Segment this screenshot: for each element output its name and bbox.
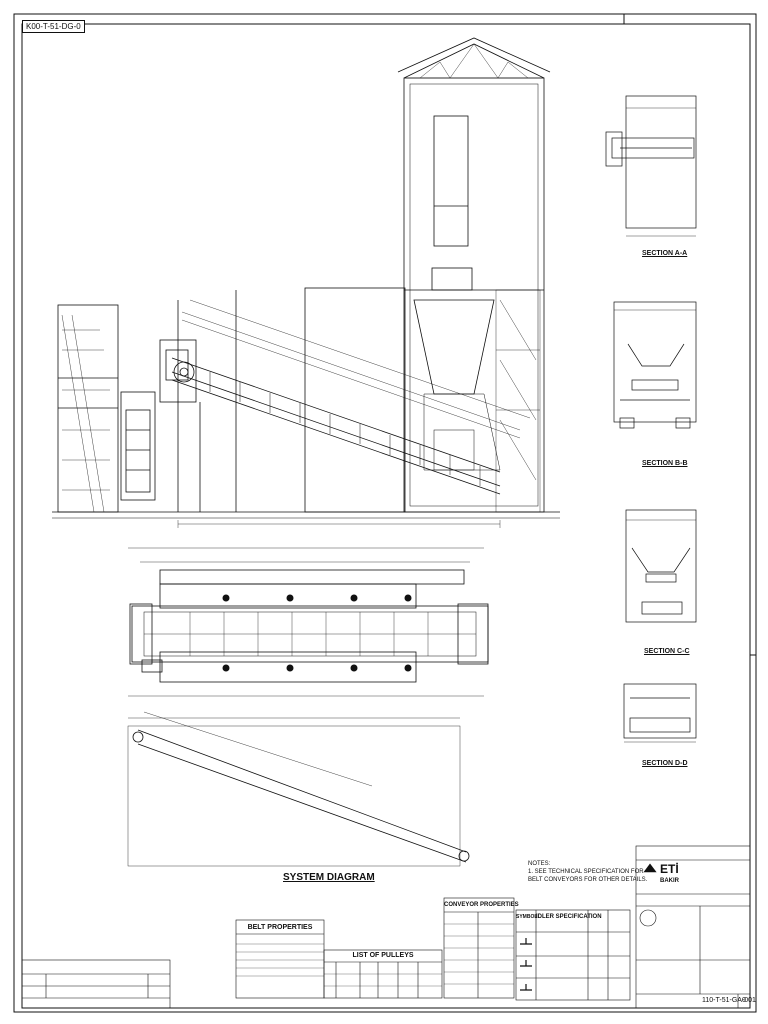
section-a <box>605 95 697 237</box>
notes-line-1: 1. SEE TECHNICAL SPECIFICATION FOR <box>528 869 644 875</box>
symbol-column-header: SYMBOL <box>516 914 538 920</box>
document-number: 110-T-51-GA-001 <box>702 997 756 1004</box>
inner-border <box>21 23 751 1009</box>
sheet-number: 0 <box>742 997 746 1004</box>
section-c-label: SECTION C-C <box>644 648 690 655</box>
revision-table <box>21 959 171 1009</box>
system-diagram <box>127 711 470 867</box>
belt-properties-title: BELT PROPERTIES <box>247 924 313 931</box>
conveyor-properties-table <box>443 897 515 999</box>
notes-heading: NOTES: <box>528 861 551 867</box>
reference-tag: K00-T-51-DG-0 <box>22 20 85 33</box>
system-diagram-label: SYSTEM DIAGRAM <box>283 872 375 883</box>
section-d <box>623 683 697 743</box>
conveyor-properties-title: CONVEYOR PROPERTIES <box>444 902 519 908</box>
belt-properties-table <box>235 919 325 999</box>
section-b-label: SECTION B-B <box>642 460 688 467</box>
plan-view <box>128 547 489 697</box>
list-of-pulleys-title: LIST OF PULLEYS <box>352 952 414 959</box>
notes: NOTES: 1. SEE TECHNICAL SPECIFICATION FO… <box>528 860 647 884</box>
title-block <box>635 845 751 1009</box>
idler-spec-title: IDLER SPECIFICATION <box>536 914 602 920</box>
section-c <box>625 509 697 623</box>
elevation-view <box>52 37 560 528</box>
section-b <box>613 301 697 429</box>
pulley-table <box>323 949 443 999</box>
notes-line-2: BELT CONVEYORS FOR OTHER DETAILS. <box>528 877 648 883</box>
section-d-label: SECTION D-D <box>642 760 688 767</box>
idler-spec-table <box>515 909 631 1001</box>
company-logo-text: ETİ <box>660 862 679 876</box>
outer-border <box>13 13 757 1013</box>
company-sub-text: BAKIR <box>660 878 679 884</box>
section-a-label: SECTION A-A <box>642 250 688 257</box>
